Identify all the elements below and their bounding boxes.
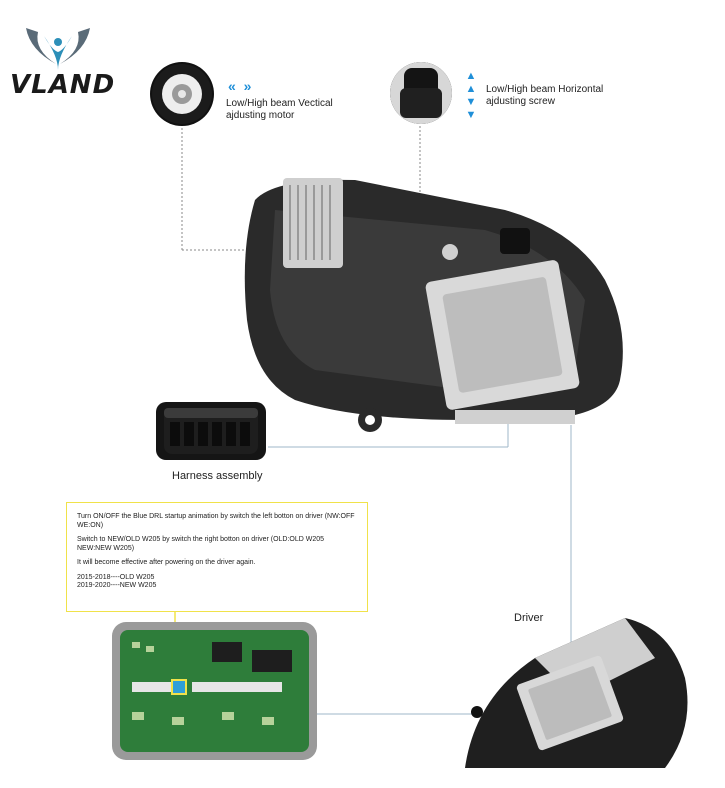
brand-logo: [8, 20, 108, 102]
horizontal-screw-label: Low/High beam Horizontal ajdusting screw: [486, 84, 604, 107]
notice-version-switch: Switch to NEW/OLD W205 by switch the rig…: [77, 536, 325, 552]
vertical-motor-label: Low/High beam Vectical ajdusting motor: [226, 98, 333, 121]
arrows-vertical-icon: ▲▲▼▼: [465, 70, 477, 121]
headlight-assembly-image: [235, 170, 640, 440]
arrows-horizontal-icon: « »: [228, 78, 254, 94]
notice-effective: It will become effective after powering …: [77, 559, 256, 566]
notice-new-years: 2019-2020----NEW W205: [77, 582, 157, 589]
driver-label: Driver: [514, 612, 544, 624]
harness-connector-image: [156, 402, 266, 460]
vertical-motor-image: [150, 62, 214, 126]
notice-old-years: 2015-2018----OLD W205: [77, 573, 155, 581]
driver-pcb-image: [112, 622, 317, 760]
driver-switch-notice: Turn ON/OFF the Blue DRL startup animati…: [66, 502, 368, 612]
notice-drl-animation: Turn ON/OFF the Blue DRL startup animati…: [77, 513, 355, 529]
horizontal-screw-image: [390, 62, 452, 124]
logo-emblem-icon: [26, 28, 90, 70]
harness-label: Harness assembly: [172, 470, 263, 482]
driver-unit-image: [455, 618, 695, 783]
brand-logo-text: VLAND: [10, 70, 116, 100]
